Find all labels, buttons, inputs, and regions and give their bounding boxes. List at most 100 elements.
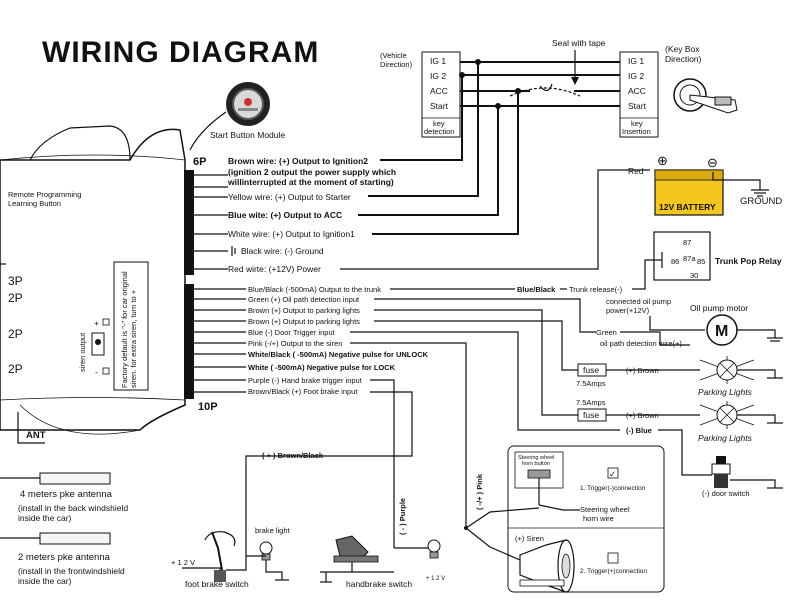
port-2p-b: 2P <box>8 327 23 341</box>
left-ig1: IG 1 <box>430 56 446 66</box>
right-start: Start <box>628 101 647 111</box>
right-acc: ACC <box>628 86 646 96</box>
wire-black-ground: Black wire: (-) Ground <box>241 246 324 256</box>
wire-white-ignition1: White wire: (+) Output to Ignition1 <box>228 229 355 239</box>
parking-brown-1: (+) Brown <box>626 366 659 375</box>
key-box-line2: Direction) <box>665 54 702 64</box>
door-switch-label: (-) door switch <box>702 489 750 498</box>
vehicle-direction-line1: (Vehicle <box>380 51 407 60</box>
handbrake-switch-icon <box>320 535 394 583</box>
port-2p-a: 2P <box>8 291 23 305</box>
battery-minus-symbol: ⊖ <box>707 155 718 170</box>
left-key-line2: detection <box>424 127 454 136</box>
right-ig1: IG 1 <box>628 56 644 66</box>
brake-light-label: brake light <box>255 526 291 535</box>
parking-light-1: Parking Lights <box>698 356 783 397</box>
siren-jumper: siren output + - <box>78 318 110 377</box>
remote-programming-label: Remote Programming <box>8 190 81 199</box>
relay-pin-87: 87 <box>683 238 691 247</box>
trigger2-label: 2. Trigger(+)connection <box>580 568 647 575</box>
ground-symbol <box>231 246 236 256</box>
oil-connected-line1: connected oil pump <box>606 297 671 306</box>
siren-plus-label: + <box>94 318 99 328</box>
relay-blue-black-label: Blue/Black <box>517 285 556 294</box>
oil-pump: connected oil pump power(+12V) Oil pump … <box>596 297 783 348</box>
left-key-line1: key <box>433 119 445 128</box>
wire-brown-ignition2: Brown wire: (+) Output to Ignition2 <box>228 156 368 166</box>
handbrake-bulb: + 1 2 V <box>394 539 445 582</box>
relay-pin-86: 86 <box>671 257 679 266</box>
diagram-title: WIRING DIAGRAM <box>42 36 319 69</box>
wire-white-black-unlock: White/Black ( -500mA) Negative pulse for… <box>248 350 429 359</box>
siren-output-label: siren output <box>78 332 87 372</box>
pink-vertical-label: ( -/+ ) Pink <box>475 473 484 510</box>
trunk-release-label: Trunk release(-) <box>569 285 623 294</box>
left-acc: ACC <box>430 86 448 96</box>
fuse-1-label: fuse <box>583 365 599 375</box>
purple-vertical-label: ( - ) Purple <box>398 498 407 535</box>
key-icon <box>673 78 738 114</box>
port-10p-label: 10P <box>198 401 218 413</box>
right-key-line2: Insertion <box>622 127 651 136</box>
ten-pin-wiring: Blue/Black (-500mA) Output to the trunk … <box>194 259 662 556</box>
oil-connected-line2: power(+12V) <box>606 306 650 315</box>
wire-brown-parking-1: Brown (+) Output to parking lights <box>248 306 360 315</box>
battery-label: 12V BATTERY <box>659 202 716 212</box>
wire-red-power: Red wirte: (+12V) Power <box>228 264 321 274</box>
wire-yellow-starter: Yellow wire: (+) Output to Starter <box>228 192 351 202</box>
wire-blue-door: Blue (-) Door Trigger input <box>248 328 336 337</box>
parking-lights-label-1: Parking Lights <box>698 387 753 397</box>
ignition-switch-area: (Vehicle Direction) IG 1 IG 2 ACC Start … <box>380 38 738 138</box>
left-start: Start <box>430 101 449 111</box>
port-2p-c: 2P <box>8 362 23 376</box>
handbrake-switch-label: handbrake switch <box>346 579 412 589</box>
wire-brown-black-footbrake: Brown/Black (+) Foot brake input <box>248 387 358 396</box>
battery-red-label: Red <box>628 166 644 176</box>
fuse-1-amps: 7.5Amps <box>576 379 606 388</box>
relay-label: Trunk Pop Relay <box>715 256 782 266</box>
antennas: 4 meters pke antenna (install in the bac… <box>0 472 128 586</box>
horn-button-line1: Steering wheel <box>518 455 554 461</box>
ground-label: GROUND <box>740 196 782 207</box>
wire-brown-note-2: willinterrupted at the moment of startin… <box>227 177 394 187</box>
foot-brake-switch-icon <box>204 531 236 582</box>
wire-purple-handbrake: Purple (-) Hand brake trigger input <box>248 376 363 385</box>
relay-pin-85: 85 <box>697 257 705 266</box>
factory-note-line1: Factory default is "-" for car original <box>120 271 129 388</box>
horn-wire-line1: Steering wheel <box>580 505 630 514</box>
fuse-2-amps: 7.5Amps <box>576 398 606 407</box>
oil-pump-motor-label: Oil pump motor <box>690 303 748 313</box>
siren-minus-label: - <box>95 367 98 377</box>
wire-white-lock: White ( -500mA) Negative pulse for LOCK <box>248 363 396 372</box>
parking-light-2: Parking Lights <box>698 401 783 443</box>
oil-detection-label: oil path detection wire(+) <box>600 339 682 348</box>
left-ig2: IG 2 <box>430 71 446 81</box>
battery-plus-symbol: ⊕ <box>657 153 668 168</box>
wire-blue-acc: Blue wite: (+) Output to ACC <box>228 210 342 220</box>
door-switch: (-) door switch <box>702 456 783 498</box>
antenna-2m-note-1: (install in the frontwindshield <box>18 566 125 576</box>
port-3p: 3P <box>8 274 23 288</box>
start-button-label: Start Button Module <box>210 130 285 140</box>
oil-green-label: Green <box>596 328 617 337</box>
door-blue-label: (-) Blue <box>626 426 652 435</box>
fuse-2-label: fuse <box>583 410 599 420</box>
wire-pink-siren: Pink (-/+) Output to the siren <box>248 339 342 348</box>
brake-light-bulb <box>259 541 273 561</box>
ant-label: ANT <box>26 430 46 441</box>
parking-brown-2: (+) Brown <box>626 411 659 420</box>
antenna-2m-note-2: inside the car) <box>18 576 72 586</box>
key-box-line1: (Key Box <box>665 44 700 54</box>
right-key-line1: key <box>631 119 643 128</box>
wire-brown-note-1: (ignition 2 output the power supply whic… <box>228 167 396 177</box>
learning-button-label: Learning Button <box>8 199 61 208</box>
right-ig2: IG 2 <box>628 71 644 81</box>
horn-button-line2: horn button <box>522 461 550 467</box>
wire-blue-black-trunk: Blue/Black (-500mA) Output to the trunk <box>248 285 381 294</box>
brown-black-plus-label: ( + ) Brown/Black <box>262 451 324 460</box>
horn-connection-box: Steering wheel horn button Steering whee… <box>464 445 665 593</box>
antenna-4m-label: 4 meters pke antenna <box>20 489 113 500</box>
plus12v-small: + 1 2 V <box>426 576 445 582</box>
horn-wire-line2: horn wire <box>583 514 614 523</box>
parking-lights-label-2: Parking Lights <box>698 433 753 443</box>
